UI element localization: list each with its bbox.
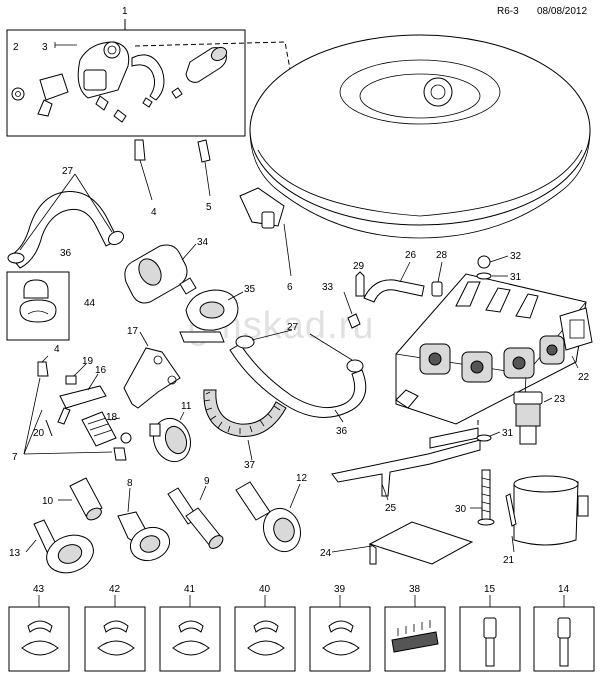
callout-18: 18 [106, 412, 118, 423]
box-42 [84, 606, 146, 672]
valve-assembly-inset [6, 19, 246, 137]
callout-5: 5 [206, 202, 212, 213]
adapter-13 [25, 519, 94, 574]
level-sensor-6 [239, 187, 292, 277]
callout-22: 22 [578, 372, 590, 383]
box-43 [8, 606, 70, 672]
hose-26 [363, 279, 425, 303]
filter-34 [124, 243, 197, 304]
adapter-10 [58, 477, 103, 521]
bracket-17 [123, 331, 181, 409]
callout-41: 41 [184, 584, 196, 595]
callout-33: 33 [322, 282, 334, 293]
callout-43: 43 [33, 584, 45, 595]
washer-31a [476, 272, 492, 280]
callout-38: 38 [409, 584, 421, 595]
callout-31b: 31 [502, 428, 514, 439]
bottom-row [8, 595, 595, 672]
callout-labels: 1 2 3 4 5 6 27 36 34 44 35 26 28 29 32 3… [9, 6, 590, 595]
adapter-8 [117, 487, 171, 562]
callout-3: 3 [42, 42, 48, 53]
callout-24: 24 [320, 548, 332, 559]
adapter-9 [167, 485, 224, 549]
bracket-16 [57, 373, 107, 425]
diagram-code: R6-3 [497, 6, 519, 17]
callout-23: 23 [554, 394, 566, 405]
callout-27a: 27 [62, 166, 74, 177]
pipe-fitting-4 [134, 139, 146, 161]
callout-37: 37 [244, 460, 256, 471]
lpg-tank [249, 34, 591, 239]
corrugated-hose-37 [203, 389, 287, 461]
screw-33 [347, 313, 361, 329]
callout-1: 1 [122, 6, 128, 17]
hose-36-lower [229, 329, 367, 423]
callout-13: 13 [9, 548, 21, 559]
callout-35: 35 [244, 284, 256, 295]
box-39 [309, 606, 371, 672]
adapter-12 [235, 481, 302, 553]
screw-20 [45, 419, 53, 437]
callout-34: 34 [197, 237, 209, 248]
filler-hose-36 [7, 173, 125, 269]
callout-20: 20 [33, 428, 45, 439]
callout-19: 19 [82, 356, 94, 367]
callout-10: 10 [42, 496, 54, 507]
washer-31b [476, 434, 492, 442]
callout-21: 21 [503, 555, 515, 566]
screw-19 [65, 375, 77, 385]
bolt-30 [470, 469, 495, 526]
adapter-11 [149, 411, 192, 463]
box-40 [234, 606, 296, 672]
callout-8: 8 [127, 478, 133, 489]
callout-26: 26 [405, 250, 417, 261]
inset-to-tank-leader [134, 41, 409, 89]
callout-29: 29 [353, 261, 365, 272]
diagram-date: 08/08/2012 [537, 6, 587, 17]
callout-25: 25 [385, 503, 397, 514]
callout-12: 12 [296, 473, 308, 484]
coupling-35 [179, 289, 244, 343]
callout-14: 14 [558, 584, 570, 595]
protective-cover-21 [505, 475, 589, 553]
callout-31a: 31 [510, 272, 522, 283]
bolt-29 [355, 271, 365, 297]
callout-32: 32 [510, 251, 522, 262]
callout-27b: 27 [287, 322, 299, 333]
box-41 [159, 606, 221, 672]
callout-28: 28 [436, 250, 448, 261]
callout-40: 40 [259, 584, 271, 595]
callout-2: 2 [13, 42, 19, 53]
bracket-25 [331, 420, 481, 501]
callout-30: 30 [455, 504, 467, 515]
callout-16: 16 [95, 365, 107, 376]
callout-4b: 4 [54, 344, 60, 355]
mounting-plate-24 [331, 521, 474, 565]
callout-39: 39 [334, 584, 346, 595]
solenoid-18 [81, 411, 132, 447]
callout-4: 4 [151, 207, 157, 218]
callout-7: 7 [12, 452, 18, 463]
fitting-28 [431, 281, 443, 297]
callout-15: 15 [484, 584, 496, 595]
callout-6: 6 [287, 282, 293, 293]
callout-42: 42 [109, 584, 121, 595]
nut-32 [477, 255, 491, 269]
distribution-block-22 [395, 273, 593, 425]
clip-box-44 [6, 271, 70, 341]
callout-11: 11 [181, 401, 192, 412]
callout-36b: 36 [336, 426, 348, 437]
callout-44: 44 [84, 298, 96, 309]
callout-9: 9 [204, 476, 210, 487]
fitting-4b [37, 361, 49, 377]
callout-17: 17 [127, 326, 139, 337]
callout-36a: 36 [60, 248, 72, 259]
pressure-sensor-23 [513, 391, 553, 445]
fitting-7 [113, 447, 127, 461]
pipe-fitting-5 [197, 139, 211, 163]
